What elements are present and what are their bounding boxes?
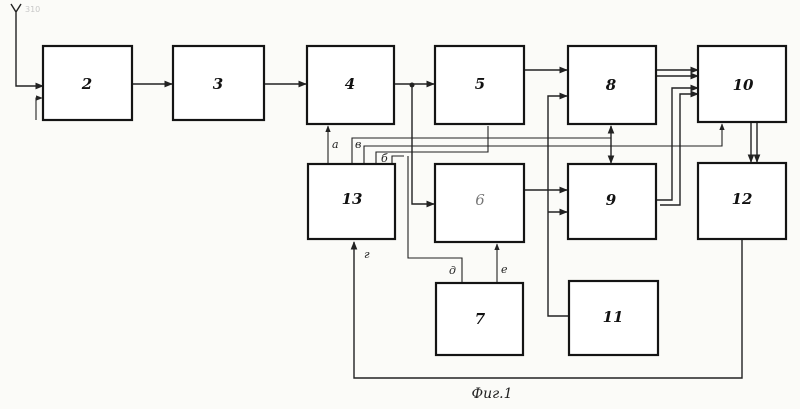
signal-a-label: а xyxy=(332,138,339,151)
block-13: 13 xyxy=(308,164,395,239)
figure-caption: Фиг.1 xyxy=(471,386,512,402)
block-3: 3 xyxy=(173,46,264,120)
signal-b-label: в xyxy=(355,138,361,151)
corner-mark: 310 xyxy=(25,5,40,14)
svg-text:11: 11 xyxy=(603,308,624,326)
block-7: 7 xyxy=(436,283,523,355)
block-11: 11 xyxy=(569,281,658,355)
block-10: 10 xyxy=(698,46,786,122)
svg-text:7: 7 xyxy=(475,310,486,328)
signal-c-label: б xyxy=(381,152,388,165)
svg-text:9: 9 xyxy=(606,191,617,209)
signal-d-label: д xyxy=(449,264,456,277)
svg-text:10: 10 xyxy=(733,76,754,94)
block-8: 8 xyxy=(568,46,656,124)
svg-text:3: 3 xyxy=(213,75,223,93)
svg-text:5: 5 xyxy=(475,75,485,93)
svg-text:13: 13 xyxy=(342,190,363,208)
svg-text:6: 6 xyxy=(475,191,485,209)
block-4: 4 xyxy=(307,46,394,124)
block-5: 5 xyxy=(435,46,524,124)
block-2: 2 xyxy=(43,46,132,120)
svg-text:4: 4 xyxy=(345,75,355,93)
antenna-icon xyxy=(11,4,21,20)
block-6: 6 xyxy=(435,164,524,242)
svg-text:12: 12 xyxy=(732,190,753,208)
signal-g-label: г xyxy=(364,248,370,261)
signal-e-label: е xyxy=(501,263,508,276)
svg-text:2: 2 xyxy=(81,75,92,93)
block-9: 9 xyxy=(568,164,656,239)
svg-text:8: 8 xyxy=(606,76,617,94)
block-12: 12 xyxy=(698,163,786,239)
